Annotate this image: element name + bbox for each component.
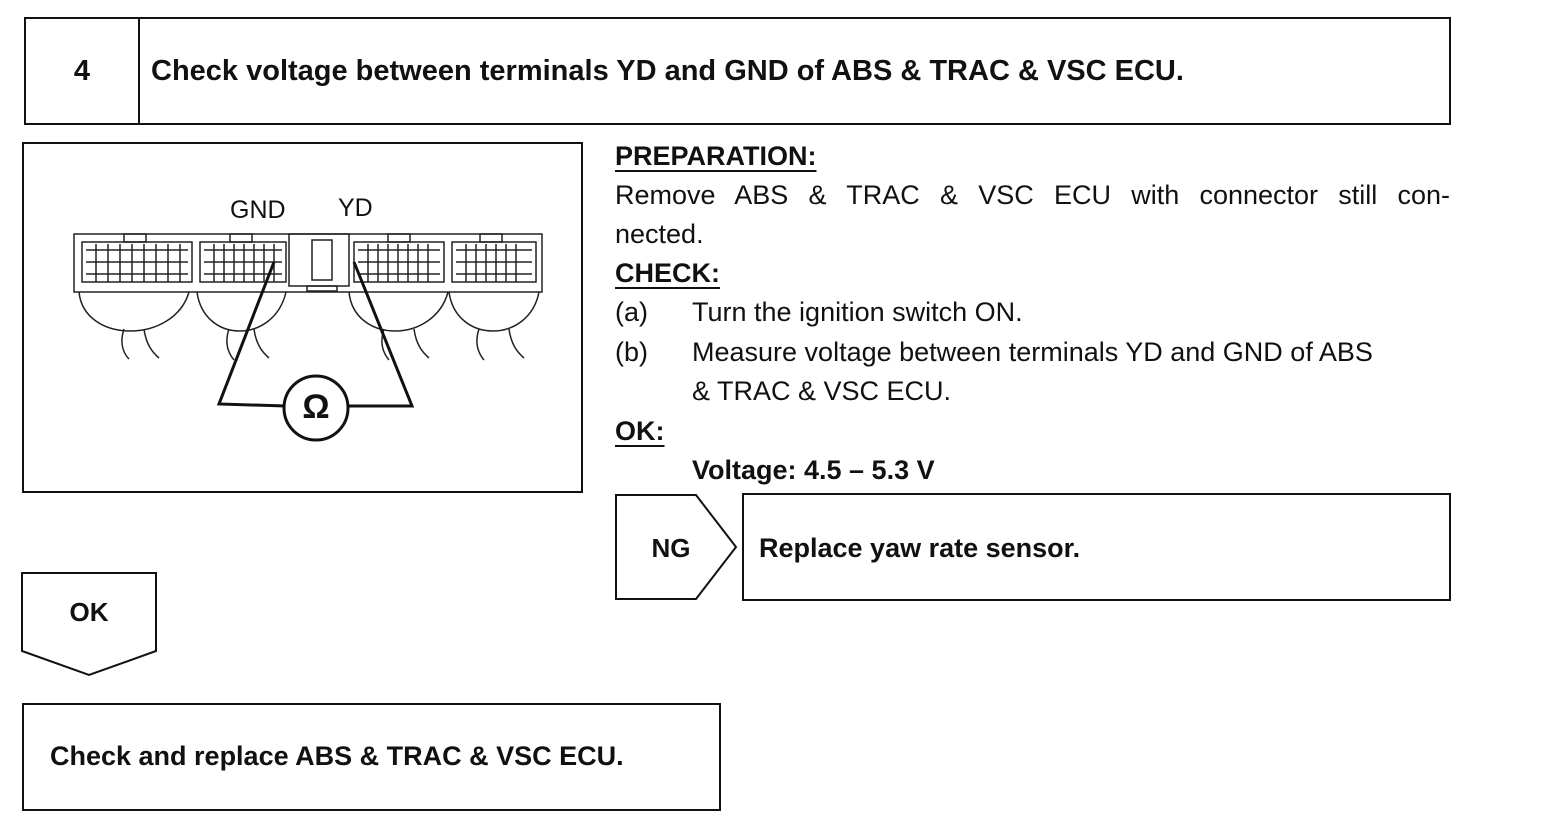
check-step-a-text: Turn the ignition switch ON.	[692, 297, 1023, 327]
preparation-line-2: nected.	[615, 219, 704, 249]
terminal-label-gnd: GND	[230, 196, 286, 224]
ok-heading: OK:	[615, 416, 665, 446]
ng-action-text: Replace yaw rate sensor.	[759, 533, 1081, 563]
ok-action-box: Check and replace ABS & TRAC & VSC ECU.	[22, 703, 721, 811]
check-step-b-marker: (b)	[615, 337, 648, 367]
ng-label: NG	[651, 533, 691, 563]
preparation-heading: PREPARATION:	[615, 141, 817, 171]
ok-voltage-spec: Voltage: 4.5 – 5.3 V	[692, 455, 935, 485]
ng-arrow-shape	[615, 494, 738, 600]
step-title: Check voltage between terminals YD and G…	[151, 55, 1184, 87]
check-step-a-marker: (a)	[615, 297, 648, 327]
ohmmeter-icon	[282, 374, 350, 442]
step-number: 4	[73, 55, 91, 87]
preparation-line-1: Remove ABS & TRAC & VSC ECU with connect…	[615, 180, 1450, 210]
terminal-label-yd: YD	[338, 194, 373, 222]
ok-label: OK	[69, 597, 109, 627]
ohmmeter-symbol: Ω	[302, 388, 330, 426]
step-header: 4 Check voltage between terminals YD and…	[24, 17, 1451, 125]
connector-diagram: GND YD	[22, 142, 583, 493]
ok-action-text: Check and replace ABS & TRAC & VSC ECU.	[50, 741, 624, 771]
ecu-connector-drawing	[73, 233, 543, 442]
check-heading: CHECK:	[615, 258, 720, 288]
check-step-b-text-2: & TRAC & VSC ECU.	[692, 376, 952, 406]
ng-action-box: Replace yaw rate sensor.	[742, 493, 1451, 601]
check-step-b-text-1: Measure voltage between terminals YD and…	[692, 337, 1373, 367]
step-number-cell	[26, 19, 140, 123]
ok-arrow-shape	[21, 572, 157, 677]
